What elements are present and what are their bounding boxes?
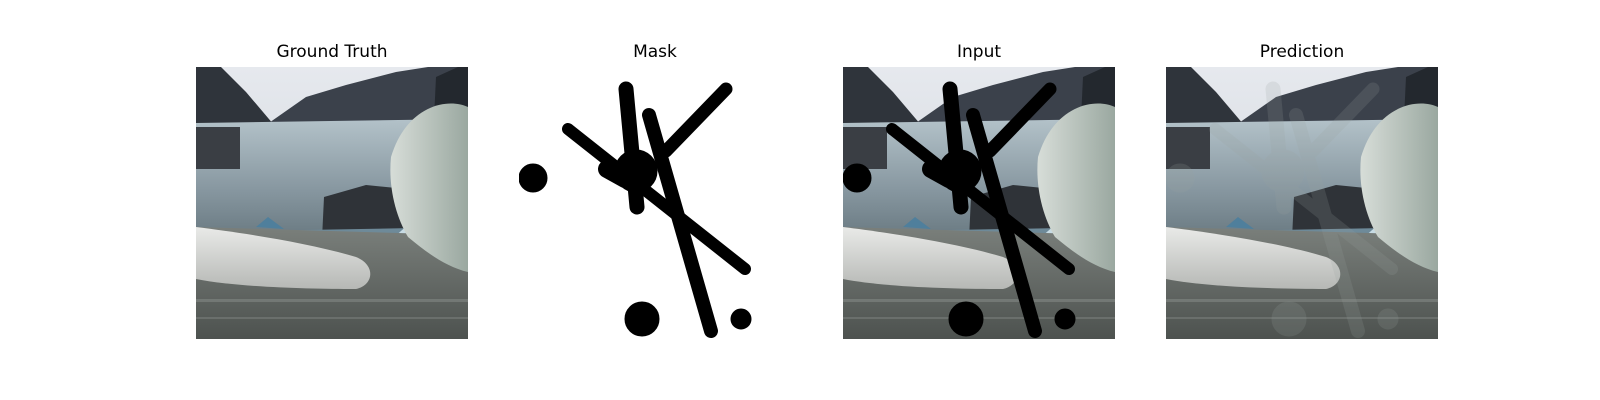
- panel-title: Mask: [633, 42, 677, 62]
- panel-title: Ground Truth: [276, 42, 388, 62]
- input-image: [843, 67, 1115, 339]
- panel-title: Input: [956, 42, 1002, 62]
- panel-title: Prediction: [1259, 42, 1345, 62]
- mask-image: [519, 67, 791, 339]
- ground-truth-image: [196, 67, 468, 339]
- prediction-image: [1166, 67, 1438, 339]
